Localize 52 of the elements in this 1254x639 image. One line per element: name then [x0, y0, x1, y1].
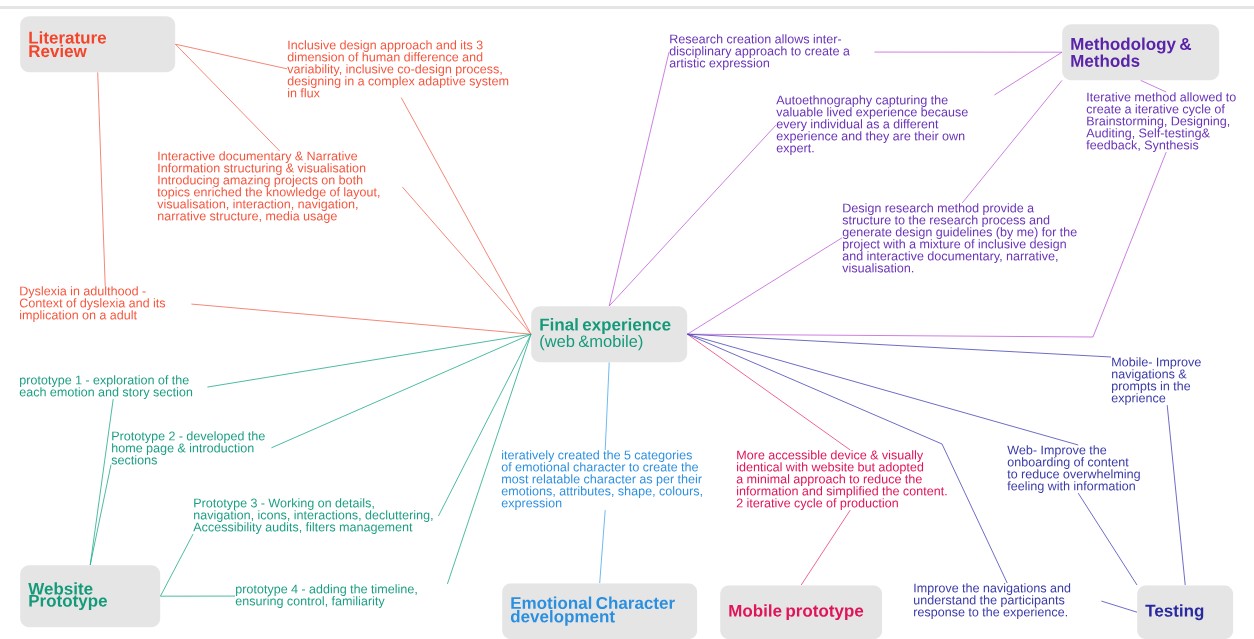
note-text: Web- Improve the onboarding of content to reduce overwhelming feeling with information [1007, 445, 1140, 493]
connector-line [608, 51, 670, 307]
connector-line [402, 186, 532, 335]
note-text: Inclusive design approach and its 3 dimension of human difference and variability, inclusive co-design process, designing in a complex adaptive system in flux [287, 40, 509, 98]
connector-line [604, 362, 610, 451]
note-text: Iterative method allowed to create a iterative cycle of Brainstorming, Designing, Auditing, Self-testing& feedback, Synthesis [1086, 92, 1236, 152]
note-text: Research creation allows inter-disciplinary approach to create a artistic expression [669, 34, 850, 70]
connector-line [1140, 80, 1167, 93]
note-text: Dyslexia in adulthood - Context of dyslexia and its implication on a adult [19, 286, 166, 322]
connector-line [191, 303, 532, 335]
connector-line [207, 333, 532, 388]
connector-line [994, 51, 1063, 96]
note-text: More accessible device & visually identical with website but adopted a minimal approach to reduce the information and simplified the content. 2 iterative cycle of production [736, 450, 947, 510]
note-text: prototype 1 - exploration of the each emotion and story section [19, 375, 193, 399]
connector-line [175, 43, 281, 152]
connector-line [438, 333, 532, 517]
connector-line [687, 237, 843, 335]
topic-box: Testing [1137, 585, 1234, 639]
connector-line [400, 97, 532, 335]
connector-line [961, 80, 1063, 204]
connector-line [175, 43, 288, 70]
connector-line [1101, 600, 1138, 613]
connector-line [800, 509, 851, 586]
topic-box: Mobile prototype [720, 585, 883, 639]
note-text: Autoethnography capturing the valuable lived experience because every individual as a different experience and they are their own expert. [776, 95, 968, 155]
connector-line [687, 333, 1008, 584]
topic-box: Literature Review [20, 16, 176, 73]
connector-line [687, 333, 851, 451]
connector-line [687, 333, 1079, 446]
connector-line [271, 333, 532, 449]
note-text: Prototype 2 - developed the home page & introduction sections [111, 431, 265, 465]
connector-line [160, 533, 194, 597]
connector-line [97, 72, 106, 287]
note-text: Interactive documentary & Narrative Information structuring & visualisation Introducing amazing projects on both topics enriched the knowledge of layout, visualisation, interaction, navigation, narrative structure, media usage [157, 151, 380, 223]
note-text: Mobile- Improve navigations & prompts in the exprience [1111, 357, 1201, 405]
connector-line [608, 124, 777, 307]
connector-line [1166, 404, 1186, 586]
connector-line [874, 51, 1063, 53]
note-text: Prototype 3 - Working on details, navigation, icons, interactions, decluttering, Accessibility audits, filters management [193, 498, 433, 534]
note-text: iteratively created the 5 categories of emotional character to create the most relatable character as per their emotions, attributes, shape, colours, expression [501, 450, 702, 510]
connector-line [447, 333, 532, 585]
connector-line [89, 464, 112, 566]
note-text: prototype 4 - adding the timeline, ensuring control, familiarity [235, 584, 417, 608]
note-text: Design research method provide a structure to the research process and generate design guidelines (by me) for the project with a mixture of inclusive design and interactive documentary, narrative, visualisation. [842, 203, 1077, 273]
topic-box: Methodology & Methods [1062, 24, 1220, 81]
connector-line [1077, 492, 1138, 586]
topic-box: Emotional Character development [502, 583, 698, 639]
topic-box: Final experience (web &mobile) [531, 306, 688, 363]
topic-box: Website Prototype [20, 565, 161, 628]
connector-line [160, 595, 236, 597]
connector-line [599, 509, 606, 584]
note-text: Improve the navigations and understand the participants response to the experience. [914, 583, 1071, 619]
